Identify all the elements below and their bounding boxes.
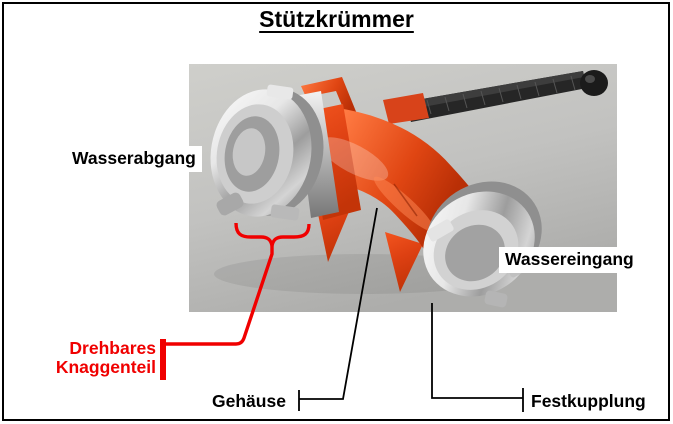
page-title-text: Stützkrümmer <box>259 6 414 32</box>
label-water-inlet: Wassereingang <box>499 247 640 273</box>
handle-knob <box>580 70 608 96</box>
label-rotatable-lug-line2: Knaggenteil <box>55 357 156 377</box>
page-title: Stützkrümmer <box>0 6 673 33</box>
label-water-outlet: Wasserabgang <box>66 146 202 172</box>
coupling-outlet <box>210 84 339 221</box>
handle-rod <box>405 70 608 122</box>
device-photo <box>189 64 617 312</box>
label-housing: Gehäuse <box>212 391 286 411</box>
label-fixed-coupling: Festkupplung <box>531 391 646 411</box>
label-rotatable-lug-line1: Drehbares <box>69 338 156 358</box>
device-photo-drawing <box>189 64 617 312</box>
label-rotatable-lug: Drehbares Knaggenteil <box>20 339 156 377</box>
